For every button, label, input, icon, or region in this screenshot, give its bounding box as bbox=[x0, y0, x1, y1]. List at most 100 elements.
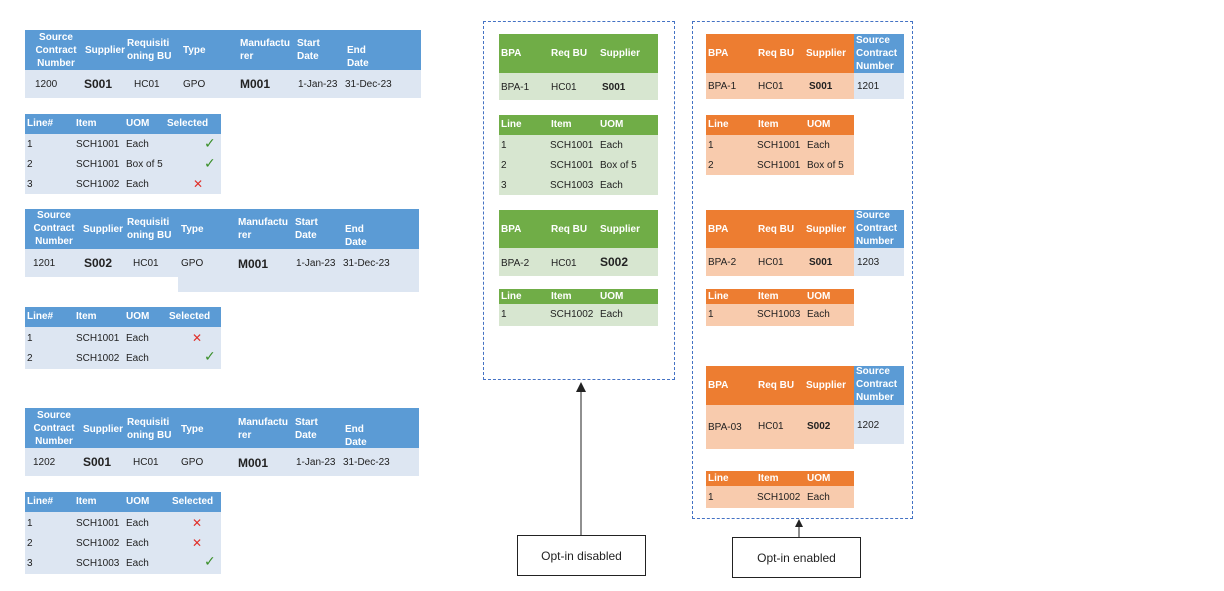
line-number: 2 bbox=[27, 353, 33, 364]
contract-header-row bbox=[25, 30, 421, 70]
supplier-value: S002 bbox=[807, 421, 831, 432]
lines-body bbox=[25, 327, 221, 369]
col-header-bpa: BPA bbox=[708, 48, 729, 59]
line-number: 2 bbox=[27, 538, 33, 549]
line-item: SCH1003 bbox=[550, 180, 594, 191]
col-header-source-contract: Source Contract Number bbox=[33, 410, 75, 447]
col-header-bpa: BPA bbox=[501, 224, 522, 235]
type-value: GPO bbox=[181, 457, 204, 468]
lines-body bbox=[706, 135, 854, 175]
type-value: GPO bbox=[181, 258, 204, 269]
line-number: 1 bbox=[708, 492, 714, 503]
col-header-supplier: Supplier bbox=[806, 224, 847, 235]
line-uom: Each bbox=[126, 333, 149, 344]
col-header-source-contract: Source Contract Number bbox=[856, 35, 898, 72]
col-header-type: Type bbox=[183, 45, 206, 56]
line-number: 1 bbox=[501, 309, 507, 320]
line-item: SCH1002 bbox=[757, 492, 801, 503]
col-header-supplier: Supplier bbox=[600, 224, 641, 235]
cross-mark-icon: ✕ bbox=[192, 331, 203, 345]
col-header-uom: UOM bbox=[807, 473, 831, 484]
bpa-header-row bbox=[706, 210, 854, 248]
col-header-item: Item bbox=[76, 496, 97, 507]
supplier-value: S001 bbox=[602, 82, 626, 93]
col-header-source-contract: Source Contract Number bbox=[35, 32, 77, 69]
col-header-line: Line# bbox=[27, 118, 54, 129]
line-number: 1 bbox=[708, 309, 714, 320]
col-header-line: Line# bbox=[27, 496, 54, 507]
opt-in-enabled-text: Opt-in enabled bbox=[757, 550, 836, 565]
line-uom: Each bbox=[600, 180, 623, 191]
lines-header-row bbox=[25, 307, 221, 327]
col-header-supplier: Supplier bbox=[85, 45, 126, 56]
end-date-value: 31-Dec-23 bbox=[343, 258, 390, 269]
line-number: 2 bbox=[501, 160, 507, 171]
col-header-end-date: End Date bbox=[347, 45, 369, 69]
opt-in-disabled-text: Opt-in disabled bbox=[541, 548, 622, 563]
line-uom: Each bbox=[126, 558, 149, 569]
req-bu-value: HC01 bbox=[551, 258, 577, 269]
col-header-start-date: Start Date bbox=[295, 417, 318, 441]
line-item: SCH1001 bbox=[757, 140, 801, 151]
arrow-head-icon bbox=[576, 382, 586, 392]
col-header-item: Item bbox=[758, 291, 779, 302]
line-uom: Each bbox=[807, 140, 830, 151]
line-item: SCH1001 bbox=[757, 160, 801, 171]
line-uom: Each bbox=[126, 179, 149, 190]
contract-number: 1200 bbox=[35, 79, 58, 90]
bpa-header-row bbox=[499, 34, 658, 73]
col-header-end-date: End Date bbox=[345, 424, 367, 448]
type-value: GPO bbox=[183, 79, 206, 90]
col-header-supplier: Supplier bbox=[83, 424, 124, 435]
opt-in-disabled-label: Opt-in disabled bbox=[517, 535, 646, 576]
line-item: SCH1001 bbox=[76, 333, 120, 344]
lines-body bbox=[499, 135, 658, 195]
line-uom: Each bbox=[807, 309, 830, 320]
source-contract-header bbox=[854, 34, 904, 73]
contract-header-row bbox=[25, 209, 419, 249]
col-header-manufacturer: Manufactu rer bbox=[240, 38, 290, 62]
col-header-line: Line bbox=[708, 473, 729, 484]
col-header-line: Line bbox=[501, 119, 522, 130]
bpa-value-row bbox=[706, 405, 854, 449]
line-item: SCH1002 bbox=[76, 179, 120, 190]
line-number: 1 bbox=[501, 140, 507, 151]
col-header-supplier: Supplier bbox=[83, 224, 124, 235]
col-header-source-contract: Source Contract Number bbox=[856, 210, 898, 247]
source-contract-value-cell bbox=[854, 405, 904, 444]
bpa-value-row bbox=[706, 73, 854, 99]
col-header-line: Line bbox=[708, 291, 729, 302]
source-contract-value-cell bbox=[854, 73, 904, 99]
col-header-req-bu: Req BU bbox=[758, 380, 795, 391]
col-header-type: Type bbox=[181, 424, 204, 435]
contract-value-row bbox=[25, 70, 421, 98]
col-header-req-bu: Req BU bbox=[758, 224, 795, 235]
line-number: 3 bbox=[27, 558, 33, 569]
line-number: 2 bbox=[27, 159, 33, 170]
bpa-number: BPA-2 bbox=[501, 258, 530, 269]
line-number: 1 bbox=[27, 333, 33, 344]
supplier-value: S002 bbox=[84, 256, 113, 270]
supplier-value: S001 bbox=[809, 81, 833, 92]
lines-header-row bbox=[25, 492, 221, 512]
manufacturer-value: M001 bbox=[238, 257, 269, 271]
lines-header-row bbox=[499, 115, 658, 135]
line-item: SCH1002 bbox=[76, 538, 120, 549]
contract-value-row-extension bbox=[178, 277, 419, 292]
start-date-value: 1-Jan-23 bbox=[296, 258, 336, 269]
contract-number: 1203 bbox=[857, 257, 880, 268]
col-header-uom: UOM bbox=[807, 119, 831, 130]
start-date-value: 1-Jan-23 bbox=[298, 79, 338, 90]
col-header-req-bu: Req BU bbox=[551, 48, 588, 59]
lines-body bbox=[706, 304, 854, 326]
col-header-start-date: Start Date bbox=[295, 217, 318, 241]
bpa-header-row bbox=[706, 34, 854, 73]
col-header-req-bu: Req BU bbox=[551, 224, 588, 235]
supplier-value: S002 bbox=[600, 255, 629, 269]
col-header-start-date: Start Date bbox=[297, 38, 320, 62]
manufacturer-value: M001 bbox=[240, 77, 271, 91]
col-header-req-bu: Requisiti oning BU bbox=[127, 217, 172, 241]
line-item: SCH1002 bbox=[550, 309, 594, 320]
col-header-bpa: BPA bbox=[708, 380, 729, 391]
